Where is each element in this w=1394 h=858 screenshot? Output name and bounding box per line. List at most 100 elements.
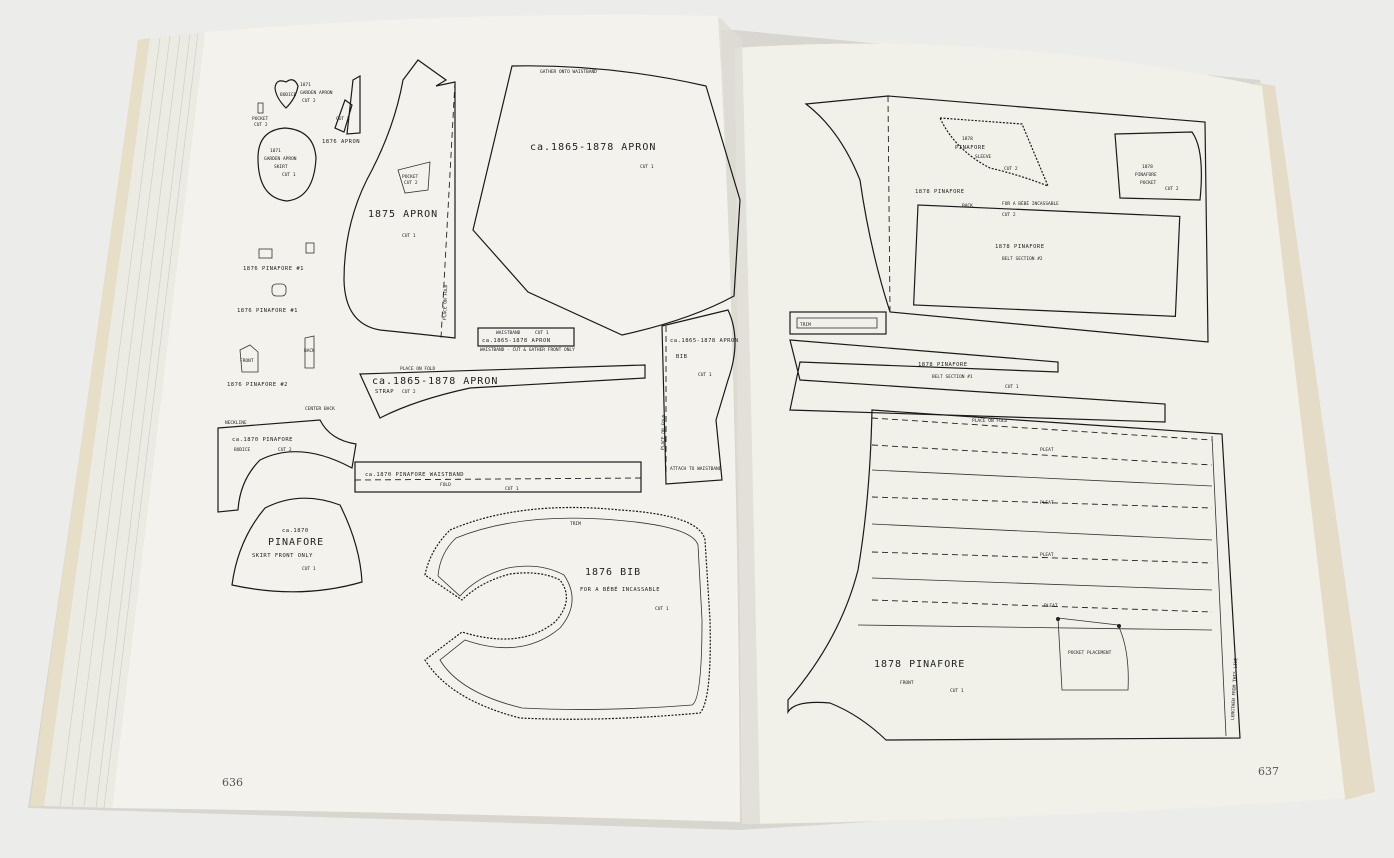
skirt-label: SKIRT bbox=[274, 164, 288, 170]
waistband-1870-fold: FOLD bbox=[440, 482, 451, 488]
belt-section-2-piece bbox=[913, 204, 1181, 317]
pleat-label-2: PLEAT bbox=[1040, 500, 1054, 506]
bodice-label: BODICE bbox=[280, 92, 297, 98]
apron-1876-piece-b bbox=[346, 74, 361, 135]
pinafore-1876-title-c: 1876 PINAFORE #2 bbox=[227, 382, 288, 388]
apron-1876-piece-a bbox=[334, 99, 353, 133]
waistband-title: ca.1865-1878 APRON bbox=[482, 338, 551, 344]
trim-inner bbox=[796, 317, 878, 329]
belt-2-label: BELT SECTION #2 bbox=[1002, 256, 1043, 262]
waistband-1870-piece bbox=[354, 461, 642, 493]
apron-1875-fold-line bbox=[440, 81, 456, 339]
pinafore-1876-small-c bbox=[271, 283, 287, 297]
apron-big-gather: GATHER ONTO WAISTBAND bbox=[540, 69, 597, 75]
front-title: 1878 PINAFORE bbox=[874, 659, 965, 670]
left-page bbox=[112, 14, 740, 822]
waistband-cut: CUT 1 bbox=[535, 330, 549, 336]
apron-1875-fold: PLACE ON FOLD bbox=[442, 284, 449, 320]
apron-1875-title: 1875 APRON bbox=[368, 209, 438, 220]
strap-fold: PLACE ON FOLD bbox=[400, 366, 436, 372]
skirt-1870-piece bbox=[231, 497, 363, 593]
pinafore-1876-small-b bbox=[305, 242, 315, 254]
skirt-1870-cut: CUT 1 bbox=[302, 566, 316, 572]
pocket-label: POCKET bbox=[1140, 180, 1157, 186]
bib-1865-bib: BIB bbox=[676, 354, 688, 360]
bodice-1870-center: CENTER BACK bbox=[305, 406, 335, 412]
trim-piece bbox=[789, 311, 887, 335]
strap-label: STRAP bbox=[375, 389, 394, 395]
pinafore-front-label: FRONT bbox=[240, 358, 254, 364]
garden-skirt-piece bbox=[257, 127, 317, 202]
pinafore-front-small bbox=[239, 344, 259, 373]
pocket-cut: CUT 2 bbox=[254, 122, 268, 128]
right-page bbox=[735, 43, 1345, 824]
pocket-year: 1878 bbox=[1142, 164, 1153, 170]
apron-1876-title: 1876 APRON bbox=[322, 139, 360, 145]
front-fold: PLACE ON FOLD bbox=[972, 418, 1008, 424]
sleeve-year: 1878 bbox=[962, 136, 973, 142]
bib-1865-attach: ATTACH TO WAISTBAND bbox=[670, 466, 722, 472]
pleat-label-4: PLEAT bbox=[1044, 603, 1058, 609]
gutter bbox=[718, 16, 760, 824]
skirt-cut: CUT 1 bbox=[282, 172, 296, 178]
bib-1876-cut: CUT 1 bbox=[655, 606, 669, 612]
pinafore-1876-title-b: 1876 PINAFORE #1 bbox=[237, 308, 298, 314]
trim-label: TRIM bbox=[800, 322, 811, 328]
bodice-1870-piece bbox=[217, 419, 357, 513]
bib-1865-cut: CUT 1 bbox=[698, 372, 712, 378]
sleeve-piece bbox=[939, 117, 1050, 188]
pinafore-back-small bbox=[304, 335, 315, 369]
bib-1876-title: 1876 BIB bbox=[585, 567, 641, 578]
pinafore-1876-title-a: 1876 PINAFORE #1 bbox=[243, 266, 304, 272]
back-label: BACK bbox=[962, 203, 973, 209]
skirt-year: 1871 bbox=[270, 148, 281, 154]
pinafore-back-label: BACK bbox=[304, 348, 315, 354]
waistband-label: WAISTBAND bbox=[496, 330, 521, 336]
belt-1-title: 1878 PINAFORE bbox=[918, 362, 968, 368]
back-title: 1878 PINAFORE bbox=[915, 189, 965, 195]
front-lengthen-line bbox=[1211, 435, 1227, 737]
pinafore-pocket-piece bbox=[1114, 131, 1202, 201]
belt-1-cut: CUT 1 bbox=[1005, 384, 1019, 390]
apron-1875-piece bbox=[343, 59, 456, 339]
sleeve-cut: CUT 2 bbox=[1004, 166, 1018, 172]
waistband-1870-cut: CUT 1 bbox=[505, 486, 519, 492]
garden-year: 1871 bbox=[300, 82, 311, 88]
left-patterns: POCKET CUT 2 BODICE 1871 GARDEN APRON CU… bbox=[217, 59, 741, 789]
waistband-1870-title: ca.1870 PINAFORE WAISTBAND bbox=[365, 472, 464, 478]
apron-1876-cut: CUT 2 bbox=[336, 116, 350, 122]
front-piece bbox=[787, 409, 1241, 741]
right-patterns: 1878 PINAFORE SLEEVE CUT 2 1878 PINAFORE… bbox=[787, 95, 1279, 778]
skirt-name: GARDEN APRON bbox=[264, 156, 297, 162]
pocket-cut: CUT 2 bbox=[1165, 186, 1179, 192]
waistband-note: WAISTBAND - CUT & GATHER FRONT ONLY bbox=[480, 347, 575, 353]
pocket-dot-right bbox=[1117, 624, 1121, 628]
bib-1876-trim: TRIM bbox=[570, 521, 581, 527]
back-subtitle: FOR A BÉBÉ INCASSABLE bbox=[1002, 199, 1059, 207]
heart-bodice-piece bbox=[274, 79, 299, 109]
skirt-1870-title: PINAFORE bbox=[268, 537, 324, 548]
bib-1865-piece bbox=[661, 309, 736, 485]
pleat-label-1: PLEAT bbox=[1040, 447, 1054, 453]
apron-1875-pocket-cut: CUT 2 bbox=[404, 180, 418, 186]
bib-1865-fold: PLACE ON FOLD bbox=[660, 414, 667, 450]
left-page-stack bbox=[44, 32, 205, 808]
front-lengthen: LENGTHEN FROM THIS LINE bbox=[1230, 657, 1239, 720]
back-grain-line bbox=[887, 95, 891, 313]
front-label: FRONT bbox=[900, 680, 914, 686]
garden-name: GARDEN APRON bbox=[300, 90, 333, 96]
bib-1865-title: ca.1865-1878 APRON bbox=[670, 338, 739, 344]
belt-2-title: 1878 PINAFORE bbox=[995, 244, 1045, 250]
sleeve-name: PINAFORE bbox=[955, 145, 986, 151]
sleeve-label: SLEEVE bbox=[975, 154, 992, 160]
pocket-name: PINAFORE bbox=[1135, 172, 1157, 178]
strap-title: ca.1865-1878 APRON bbox=[372, 376, 498, 387]
apron-big-piece bbox=[472, 65, 741, 336]
left-cover-edge bbox=[30, 38, 150, 806]
pinafore-1876-small-a bbox=[258, 248, 273, 259]
waistband-piece bbox=[477, 327, 575, 347]
back-cut: CUT 2 bbox=[1002, 212, 1016, 218]
pleat-label-3: PLEAT bbox=[1040, 552, 1054, 558]
apron-1875-pocket bbox=[397, 161, 431, 194]
